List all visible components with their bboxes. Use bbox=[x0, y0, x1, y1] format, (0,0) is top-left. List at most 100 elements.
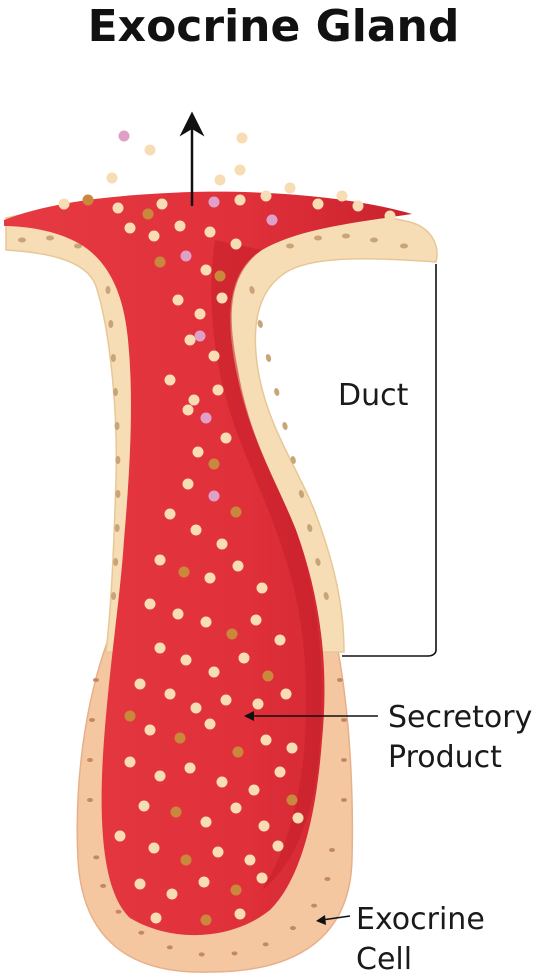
cell-nucleus bbox=[324, 876, 331, 881]
secretory-granule bbox=[208, 350, 220, 362]
secretory-granule bbox=[312, 198, 324, 210]
secretory-granule bbox=[266, 214, 278, 226]
secretory-granule bbox=[280, 688, 292, 700]
secretory-granule bbox=[194, 308, 206, 320]
cell-nucleus bbox=[74, 243, 82, 249]
secretory-granule bbox=[234, 908, 246, 920]
secretory-granule bbox=[272, 840, 284, 852]
cell-nucleus bbox=[249, 286, 255, 294]
cell-nucleus bbox=[323, 592, 329, 600]
secretory-granule bbox=[106, 172, 118, 184]
cell-nucleus bbox=[138, 930, 145, 935]
cell-nucleus bbox=[400, 243, 408, 249]
secretory-granule bbox=[184, 334, 196, 346]
cell-nucleus bbox=[265, 354, 272, 362]
cell-nucleus bbox=[108, 320, 114, 328]
secretory-granule bbox=[148, 842, 160, 854]
secretory-granule bbox=[154, 256, 166, 268]
secretory-granule bbox=[260, 190, 272, 202]
cell-nucleus bbox=[100, 883, 107, 888]
cell-nucleus bbox=[18, 237, 26, 243]
cell-nucleus bbox=[115, 909, 122, 914]
secretory-granule bbox=[138, 800, 150, 812]
cell-nucleus bbox=[166, 945, 173, 950]
cell-nucleus bbox=[93, 855, 100, 860]
secretory-granule bbox=[144, 598, 156, 610]
duct-bracket bbox=[342, 264, 437, 657]
secretory-granule bbox=[164, 688, 176, 700]
cell-nucleus bbox=[87, 758, 93, 762]
secretory-granule bbox=[148, 230, 160, 242]
label-secretory-product: Secretory Product bbox=[388, 698, 532, 778]
cell-nucleus bbox=[341, 798, 347, 802]
secretory-granule bbox=[212, 384, 224, 396]
cell-nucleus bbox=[290, 456, 296, 464]
cell-nucleus bbox=[274, 388, 280, 396]
secretory-granule bbox=[352, 200, 364, 212]
secretory-granule bbox=[174, 732, 186, 744]
cell-nucleus bbox=[341, 758, 347, 762]
secretory-granule bbox=[336, 190, 348, 202]
secretory-granule bbox=[180, 654, 192, 666]
secretory-granule bbox=[208, 490, 220, 502]
secretory-granule bbox=[208, 666, 220, 678]
secretory-granule bbox=[204, 718, 216, 730]
cell-nucleus bbox=[198, 952, 205, 957]
secretory-granule bbox=[200, 264, 212, 276]
secretory-granule bbox=[112, 202, 124, 214]
secretory-granule bbox=[124, 756, 136, 768]
cell-nucleus bbox=[257, 320, 263, 328]
secretory-granule bbox=[292, 812, 304, 824]
secretory-granule bbox=[208, 458, 220, 470]
secretory-granule bbox=[256, 872, 268, 884]
secretory-granule bbox=[184, 762, 196, 774]
secretory-granule bbox=[124, 222, 136, 234]
secretory-granule bbox=[124, 710, 136, 722]
secretory-granule bbox=[208, 196, 220, 208]
secretory-granule bbox=[134, 878, 146, 890]
secretory-granule bbox=[114, 830, 126, 842]
label-secretory-line2: Product bbox=[388, 740, 502, 775]
secretory-granule bbox=[230, 506, 242, 518]
secretory-granule bbox=[166, 888, 178, 900]
secretory-granule bbox=[170, 806, 182, 818]
cell-nucleus bbox=[337, 678, 343, 682]
secretory-granule bbox=[212, 846, 224, 858]
cell-nucleus bbox=[115, 490, 121, 498]
secretory-granule bbox=[180, 250, 192, 262]
secretory-granule bbox=[142, 208, 154, 220]
secretory-granule bbox=[286, 742, 298, 754]
cell-nucleus bbox=[231, 951, 238, 956]
secretory-granule bbox=[214, 174, 226, 186]
cell-nucleus bbox=[282, 422, 288, 430]
secretory-granule bbox=[182, 404, 194, 416]
cell-nucleus bbox=[46, 235, 54, 241]
secretory-granule bbox=[384, 210, 396, 222]
secretory-granule bbox=[154, 554, 166, 566]
secretory-granule bbox=[154, 642, 166, 654]
secretory-granule bbox=[82, 194, 94, 206]
secretory-granule bbox=[232, 746, 244, 758]
cell-nucleus bbox=[286, 243, 294, 249]
secretory-granule bbox=[200, 616, 212, 628]
cell-nucleus bbox=[342, 233, 350, 239]
secretory-granule bbox=[188, 394, 200, 406]
secretory-granule bbox=[238, 652, 250, 664]
secretory-granule bbox=[172, 608, 184, 620]
secretory-granule bbox=[154, 770, 166, 782]
secretory-granule bbox=[284, 182, 296, 194]
secretory-granule bbox=[180, 854, 192, 866]
secretory-granule bbox=[236, 132, 248, 144]
secretory-granule bbox=[260, 734, 272, 746]
cell-nucleus bbox=[113, 558, 119, 566]
label-exocrine-line2: Cell bbox=[356, 942, 413, 977]
exocrine-pointer bbox=[321, 915, 351, 921]
cell-nucleus bbox=[311, 903, 318, 908]
cell-nucleus bbox=[298, 490, 305, 498]
secretory-granule bbox=[190, 702, 202, 714]
secretory-granule bbox=[198, 876, 210, 888]
secretory-granule bbox=[234, 194, 246, 206]
diagram-title: Exocrine Gland bbox=[87, 1, 460, 52]
secretory-granule bbox=[204, 572, 216, 584]
secretory-granule bbox=[134, 678, 146, 690]
